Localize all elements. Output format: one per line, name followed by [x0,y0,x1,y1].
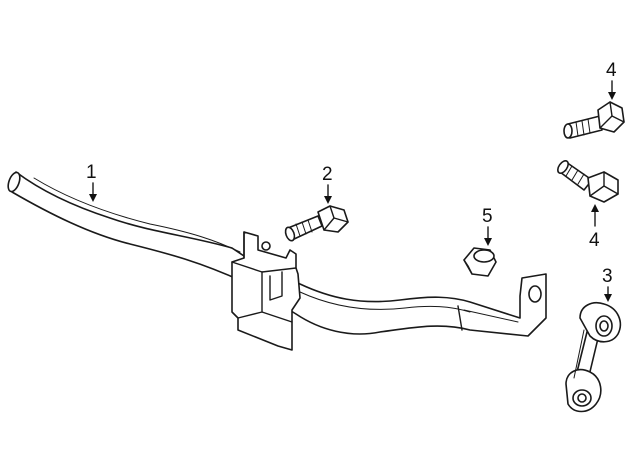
arrowhead-4-lower [591,204,599,212]
arrowhead-2 [324,196,332,204]
callout-label-2: 2 [322,164,333,185]
link-bolt-lower [557,160,619,203]
callout-label-4-lower: 4 [589,230,600,251]
callout-label-3: 3 [602,266,613,287]
bushing-bracket [231,231,301,351]
arrowhead-3 [604,294,612,302]
callout-4-lower: 4 [589,204,600,251]
callout-label-1: 1 [86,162,97,183]
arrowhead-1 [89,194,97,202]
callout-label-4-upper: 4 [606,60,617,81]
arrowhead-4-upper [608,92,616,100]
callout-4-upper: 4 [606,60,617,100]
callout-2: 2 [322,164,333,204]
callout-label-5: 5 [482,206,493,227]
callout-1: 1 [86,162,97,202]
arrowhead-5 [484,238,492,246]
callout-5: 5 [482,206,493,246]
bracket-bolt [284,205,349,242]
stabilizer-link [565,302,622,413]
link-bolt-upper [563,101,625,139]
callout-3: 3 [602,266,613,302]
nut [463,247,497,277]
